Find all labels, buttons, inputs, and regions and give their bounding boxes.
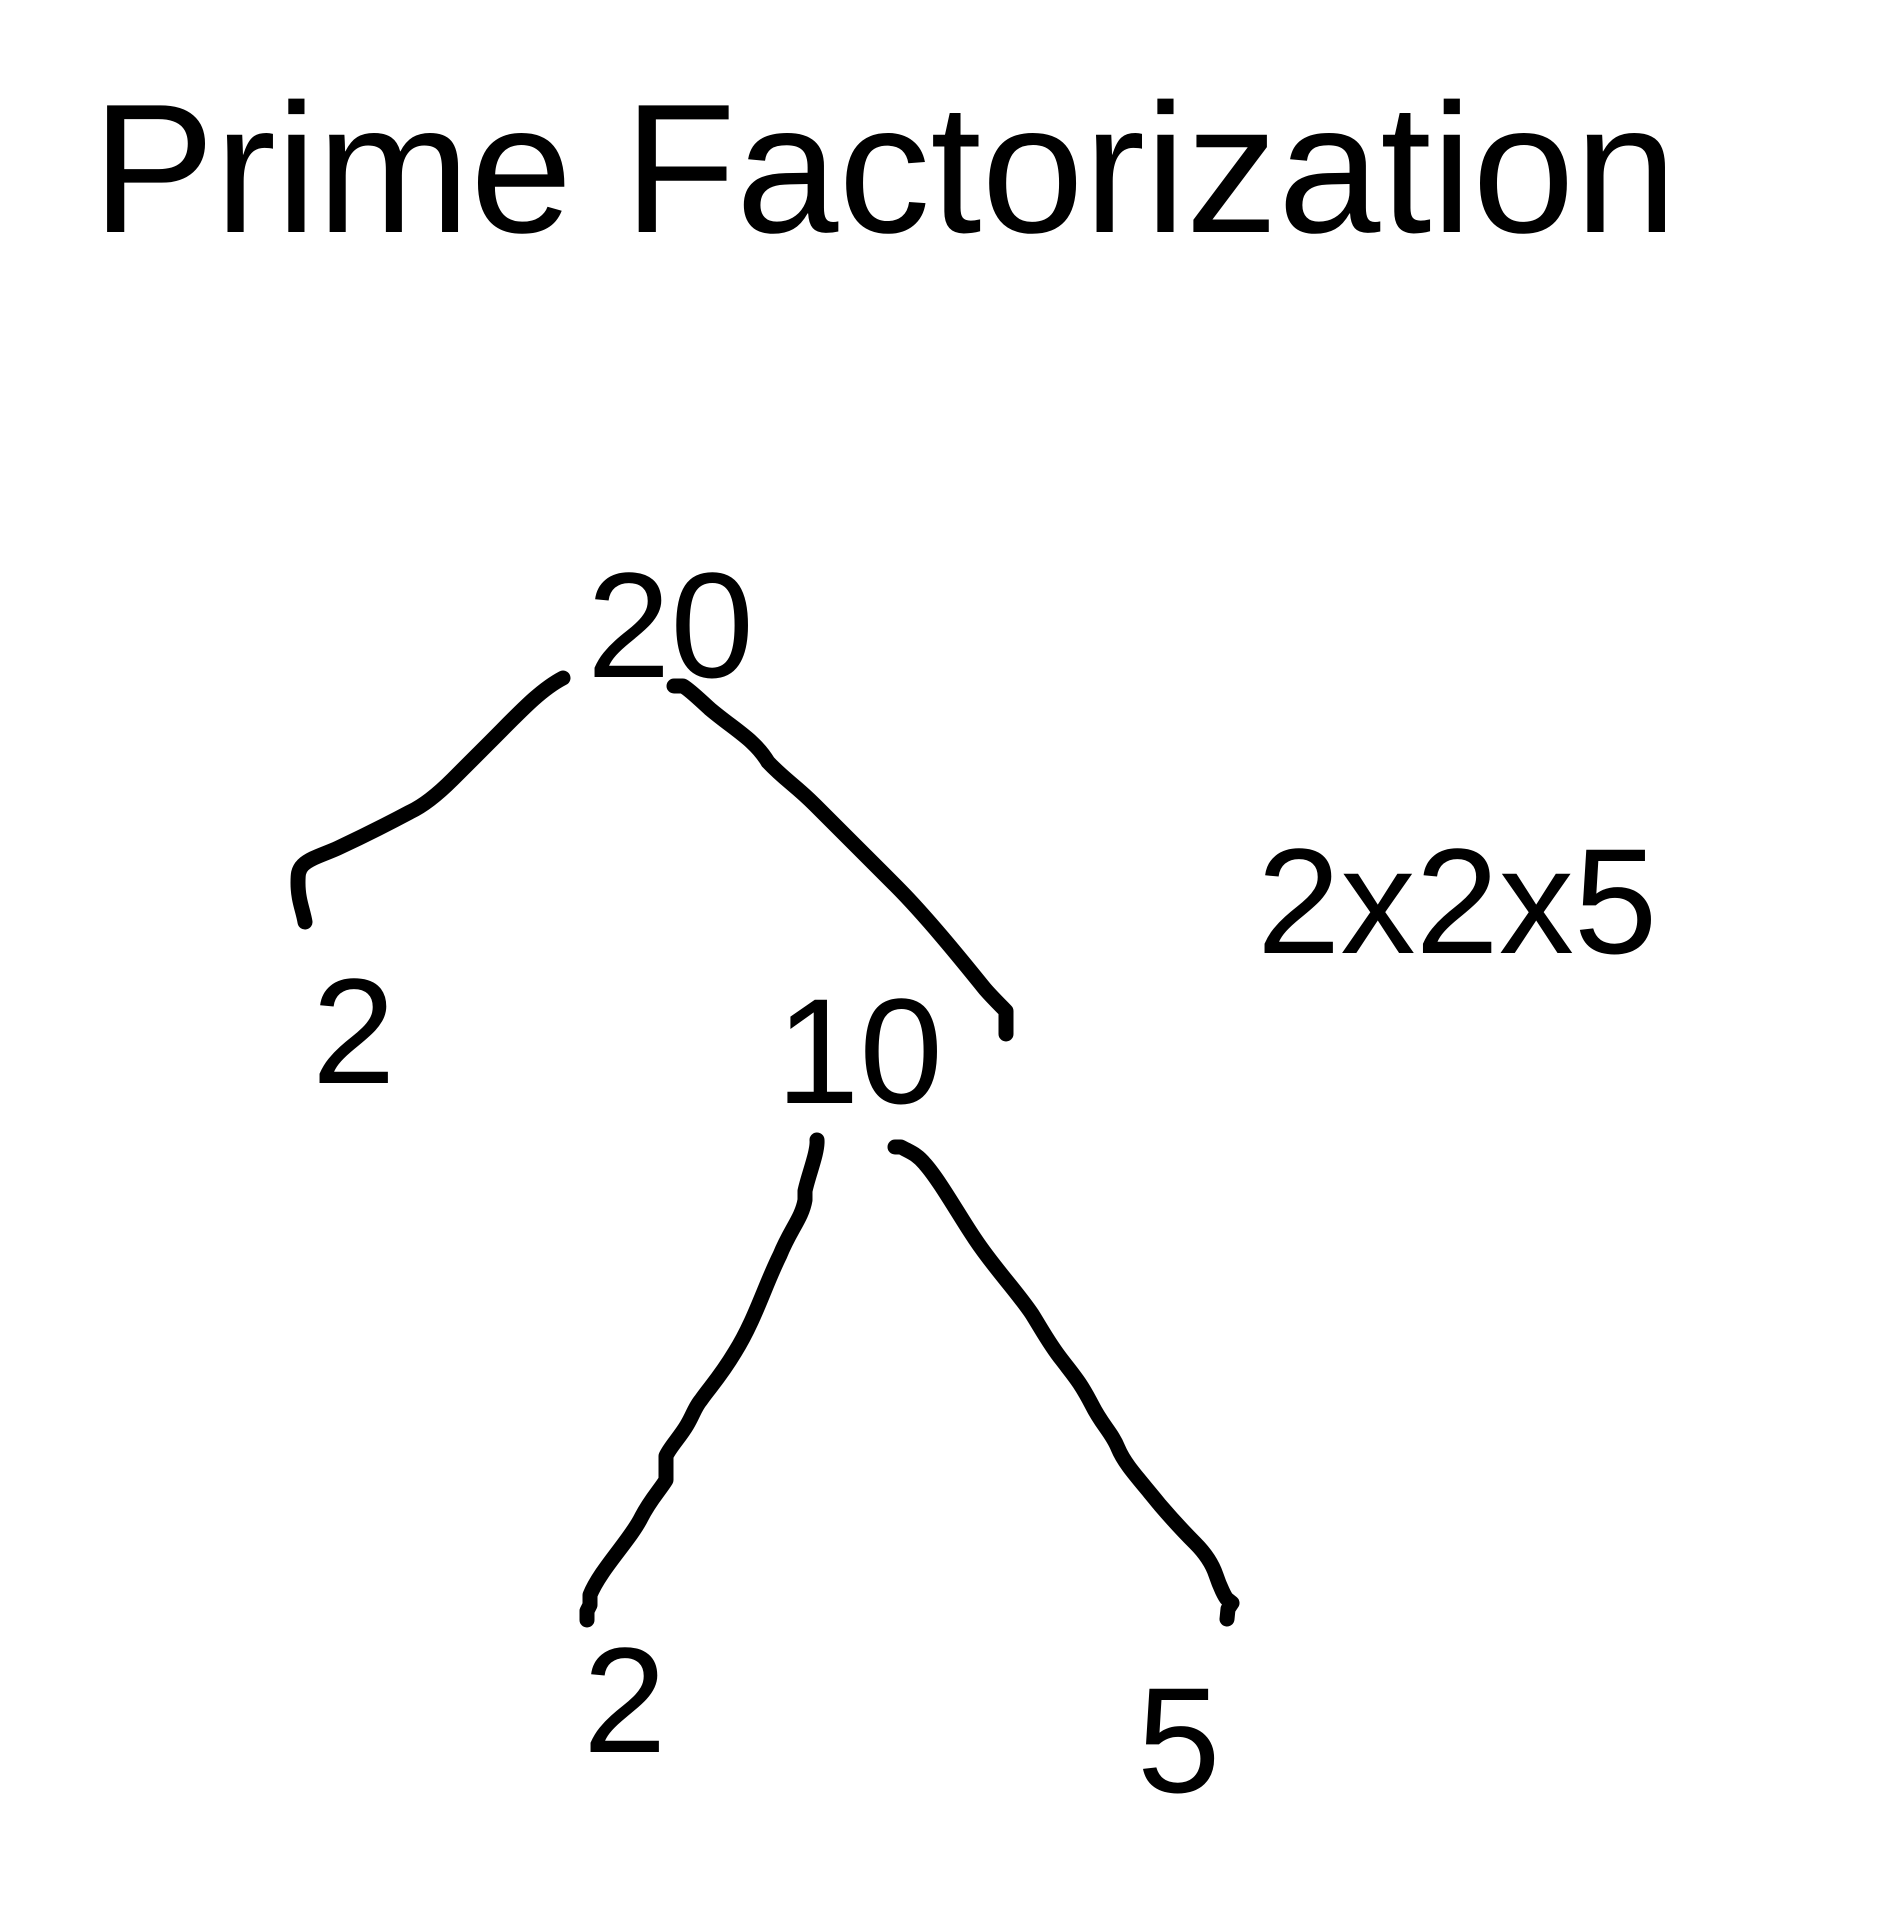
page-title: Prime Factorization — [92, 65, 1677, 271]
tree-left-factor: 2 — [312, 947, 396, 1115]
tree-right-factor: 10 — [776, 967, 943, 1135]
tree-bottom-right-factor: 5 — [1137, 1656, 1221, 1824]
factorization-result: 2x2x5 — [1257, 817, 1658, 985]
branch-20-to-2 — [290, 670, 571, 930]
branch-10-to-2 — [579, 1132, 825, 1628]
tree-bottom-left-factor: 2 — [583, 1616, 667, 1784]
branch-10-to-5 — [887, 1139, 1240, 1627]
tree-root-number: 20 — [587, 541, 754, 709]
